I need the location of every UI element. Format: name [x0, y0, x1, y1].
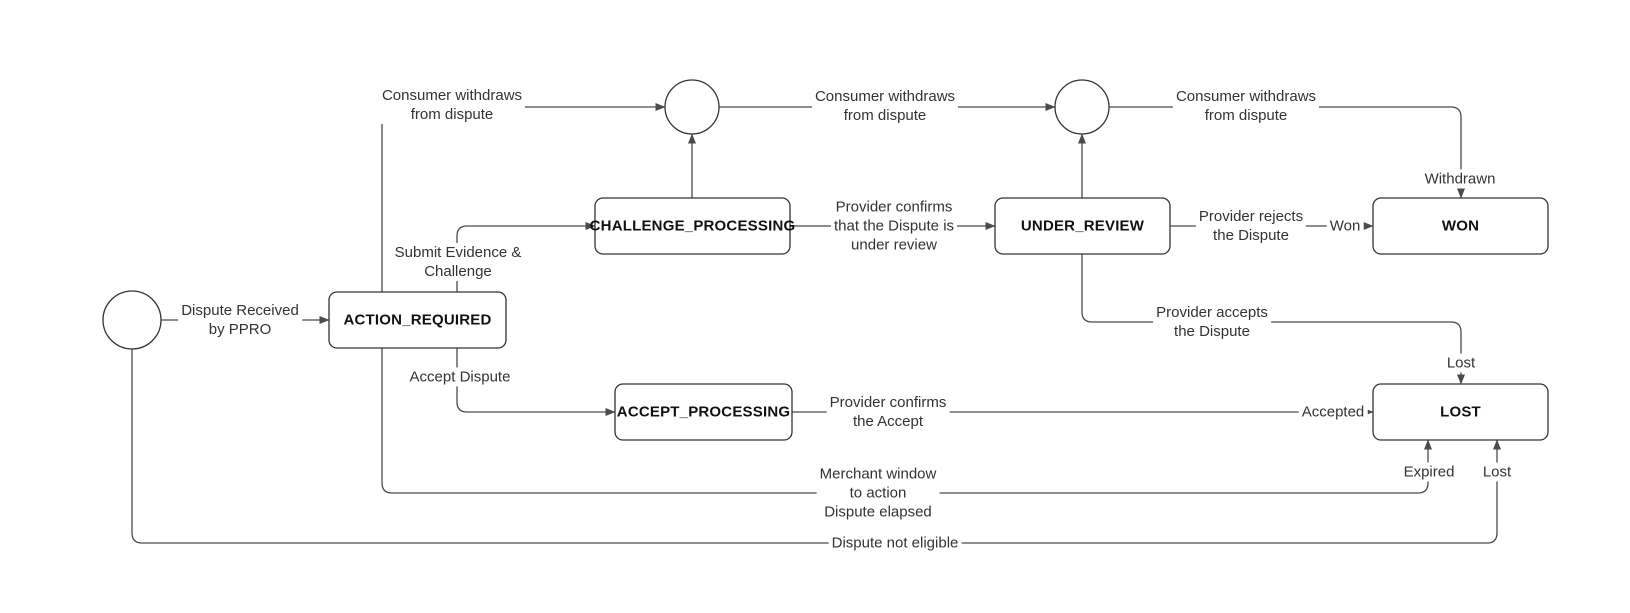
edge-label-dispute-received: Dispute Received by PPRO	[178, 300, 302, 340]
nodes	[102, 79, 1549, 441]
edge-under-review-to-lost	[1081, 254, 1465, 385]
edge-label-consumer-withdraws-1: Consumer withdraws from dispute	[378, 85, 526, 125]
edge-label-accept-dispute: Accept Dispute	[406, 367, 514, 387]
edge-label-provider-accepts-dispute: Provider accepts the Dispute	[1153, 302, 1271, 342]
edge-label-submit-evidence-challenge: Submit Evidence & Challenge	[391, 242, 525, 282]
edge-label-event-lost-bottom: Lost	[1479, 462, 1515, 482]
edge-label-consumer-withdraws-2: Consumer withdraws from dispute	[811, 86, 959, 126]
state-label-challenge-processing: CHALLENGE_PROCESSING	[589, 217, 796, 235]
edge-start-to-lost-not-eligible	[131, 349, 1501, 544]
state-box-accept-processing	[614, 383, 793, 441]
edge-label-merchant-window-elapsed: Merchant window to action Dispute elapse…	[816, 464, 940, 522]
edge-junction-2-to-won	[1109, 106, 1465, 199]
edge-label-provider-rejects-dispute: Provider rejects the Dispute	[1195, 206, 1307, 246]
state-box-action-required	[328, 291, 507, 349]
junction-circle-1	[664, 79, 720, 135]
edge-label-consumer-withdraws-3: Consumer withdraws from dispute	[1172, 86, 1320, 126]
edge-label-dispute-not-eligible: Dispute not eligible	[828, 533, 962, 553]
state-box-lost	[1372, 383, 1549, 441]
state-box-won	[1372, 197, 1549, 255]
state-label-lost: LOST	[1440, 403, 1481, 421]
state-label-under-review: UNDER_REVIEW	[1020, 217, 1145, 235]
edge-action-required-to-accept-processing	[456, 348, 616, 416]
state-label-won: WON	[1441, 217, 1480, 235]
state-label-accept-processing: ACCEPT_PROCESSING	[616, 403, 791, 421]
state-box-under-review	[994, 197, 1171, 255]
start-state-circle	[102, 290, 162, 350]
state-label-action-required: ACTION_REQUIRED	[343, 311, 492, 329]
edge-label-provider-confirms-under-review: Provider confirms that the Dispute is un…	[830, 197, 958, 255]
edge-label-provider-confirms-accept: Provider confirms the Accept	[826, 392, 950, 432]
state-box-challenge-processing	[594, 197, 791, 255]
edge-label-event-accepted: Accepted	[1298, 402, 1368, 422]
edge-label-event-lost-top: Lost	[1443, 353, 1479, 373]
junction-circle-2	[1054, 79, 1110, 135]
edge-action-required-to-challenge-processing	[456, 222, 596, 292]
edge-label-event-withdrawn: Withdrawn	[1421, 169, 1499, 189]
edge-label-event-expired: Expired	[1400, 462, 1458, 482]
edge-label-event-won: Won	[1326, 216, 1364, 236]
